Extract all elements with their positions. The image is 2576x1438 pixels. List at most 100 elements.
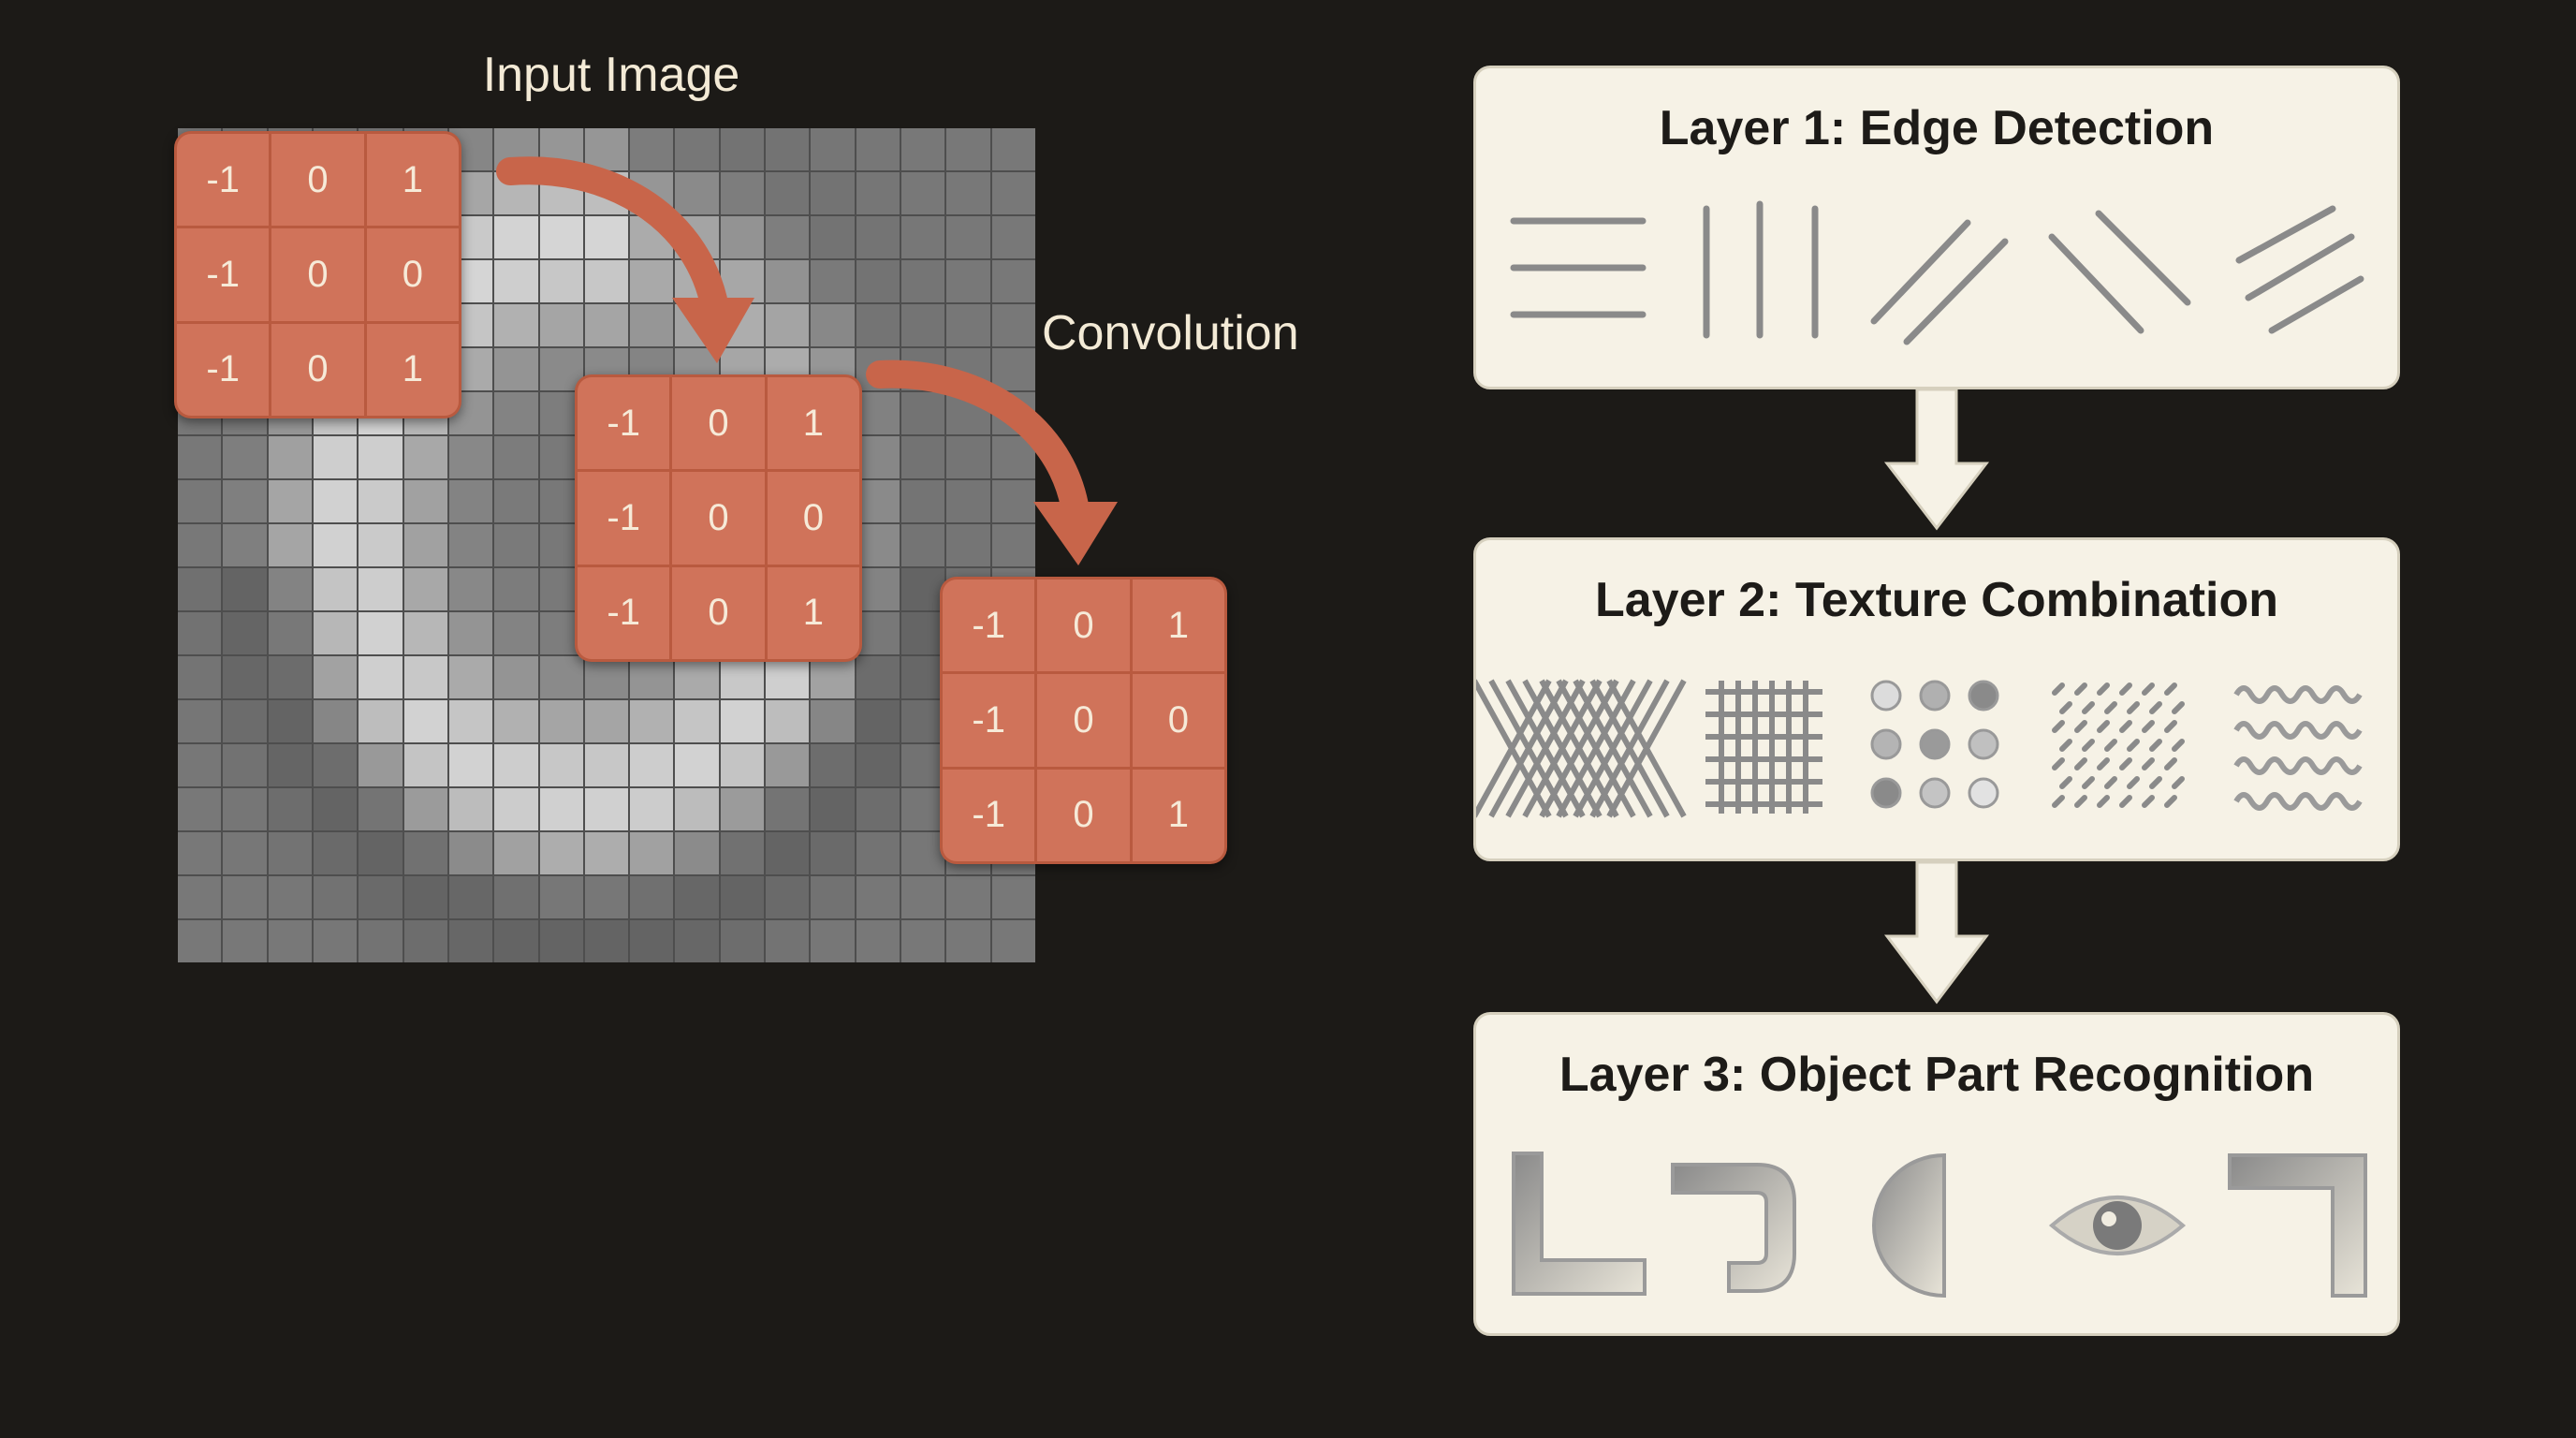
pixel bbox=[403, 612, 447, 654]
pixel bbox=[584, 304, 629, 346]
pixel bbox=[403, 788, 447, 830]
pixel bbox=[901, 392, 945, 434]
kernel-cell: -1 bbox=[943, 580, 1035, 672]
pixel bbox=[448, 876, 493, 918]
pixel bbox=[901, 832, 945, 874]
pixel bbox=[946, 524, 990, 566]
kernel-cell: 1 bbox=[1132, 769, 1224, 861]
kernel-cell: 1 bbox=[1132, 580, 1224, 672]
kernel-cell: 0 bbox=[672, 377, 765, 470]
pixel bbox=[675, 304, 719, 346]
input-image-label: Input Image bbox=[482, 48, 740, 102]
pixel bbox=[178, 788, 222, 830]
pixel bbox=[494, 392, 538, 434]
pixel bbox=[766, 172, 810, 214]
pixel bbox=[856, 436, 900, 478]
pixel bbox=[901, 260, 945, 302]
pixel bbox=[403, 744, 447, 786]
pixel bbox=[448, 436, 493, 478]
pixel bbox=[494, 656, 538, 698]
pixel bbox=[223, 744, 267, 786]
dashed-dots-texture-icon bbox=[2052, 682, 2185, 808]
pixel bbox=[720, 876, 765, 918]
pixel bbox=[630, 832, 674, 874]
pixel bbox=[946, 480, 990, 522]
kernel-cell: -1 bbox=[943, 674, 1035, 767]
pixel bbox=[448, 568, 493, 610]
half-circle-icon bbox=[1872, 1152, 1946, 1299]
pixel bbox=[448, 832, 493, 874]
pixel bbox=[991, 216, 1035, 258]
pixel bbox=[856, 788, 900, 830]
pixel bbox=[991, 436, 1035, 478]
pixel bbox=[946, 436, 990, 478]
pixel bbox=[584, 700, 629, 742]
pixel bbox=[313, 436, 358, 478]
pixel bbox=[901, 436, 945, 478]
pixel bbox=[766, 920, 810, 962]
pixel bbox=[223, 656, 267, 698]
pixel bbox=[584, 744, 629, 786]
pixel bbox=[448, 744, 493, 786]
pixel bbox=[178, 920, 222, 962]
diagonal-edges-icon bbox=[1870, 219, 2009, 345]
pixel bbox=[675, 656, 719, 698]
pixel bbox=[720, 744, 765, 786]
pixel bbox=[539, 260, 583, 302]
kernel-cell: -1 bbox=[578, 472, 670, 565]
pixel bbox=[448, 920, 493, 962]
pixel bbox=[539, 700, 583, 742]
kernel-cell: 1 bbox=[767, 377, 859, 470]
layer-3-title: Layer 3: Object Part Recognition bbox=[1559, 1048, 2315, 1102]
pixel bbox=[811, 788, 855, 830]
pixel bbox=[539, 656, 583, 698]
kernel-cell: 0 bbox=[1037, 769, 1130, 861]
layer-2-panel: Layer 2: Texture Combination bbox=[1473, 537, 2400, 861]
pixel bbox=[766, 304, 810, 346]
pixel bbox=[178, 480, 222, 522]
pixel bbox=[403, 568, 447, 610]
pixel bbox=[313, 568, 358, 610]
kernel-cell: 0 bbox=[271, 228, 364, 321]
eye-icon bbox=[2048, 1196, 2187, 1255]
pixel bbox=[991, 260, 1035, 302]
pixel bbox=[494, 700, 538, 742]
pixel bbox=[901, 480, 945, 522]
pixel bbox=[946, 304, 990, 346]
pixel bbox=[403, 832, 447, 874]
kernel-cell: 1 bbox=[366, 134, 459, 227]
pixel bbox=[494, 480, 538, 522]
pixel bbox=[675, 172, 719, 214]
pixel bbox=[539, 832, 583, 874]
pixel bbox=[946, 172, 990, 214]
pixel bbox=[630, 260, 674, 302]
pixel bbox=[178, 612, 222, 654]
pixel bbox=[178, 568, 222, 610]
pixel bbox=[178, 876, 222, 918]
pixel bbox=[811, 172, 855, 214]
convolution-label: Convolution bbox=[1042, 306, 1299, 360]
pixel bbox=[494, 216, 538, 258]
pixel bbox=[223, 436, 267, 478]
pixel bbox=[856, 172, 900, 214]
pixel bbox=[901, 568, 945, 610]
pixel bbox=[856, 348, 900, 390]
pixel bbox=[811, 744, 855, 786]
pixel bbox=[403, 700, 447, 742]
kernel-cell: 0 bbox=[271, 134, 364, 227]
pixel bbox=[901, 128, 945, 170]
kernel-cell: -1 bbox=[177, 228, 270, 321]
kernel-cell: -1 bbox=[943, 769, 1035, 861]
pixel bbox=[494, 832, 538, 874]
kernel-cell: 0 bbox=[767, 472, 859, 565]
kernel-cell: 1 bbox=[366, 323, 459, 416]
pixel bbox=[584, 656, 629, 698]
pixel bbox=[359, 700, 402, 742]
pixel bbox=[539, 216, 583, 258]
kernel-cell: -1 bbox=[578, 377, 670, 470]
pixel bbox=[539, 788, 583, 830]
pixel bbox=[178, 656, 222, 698]
pixel bbox=[268, 876, 312, 918]
pixel bbox=[494, 876, 538, 918]
